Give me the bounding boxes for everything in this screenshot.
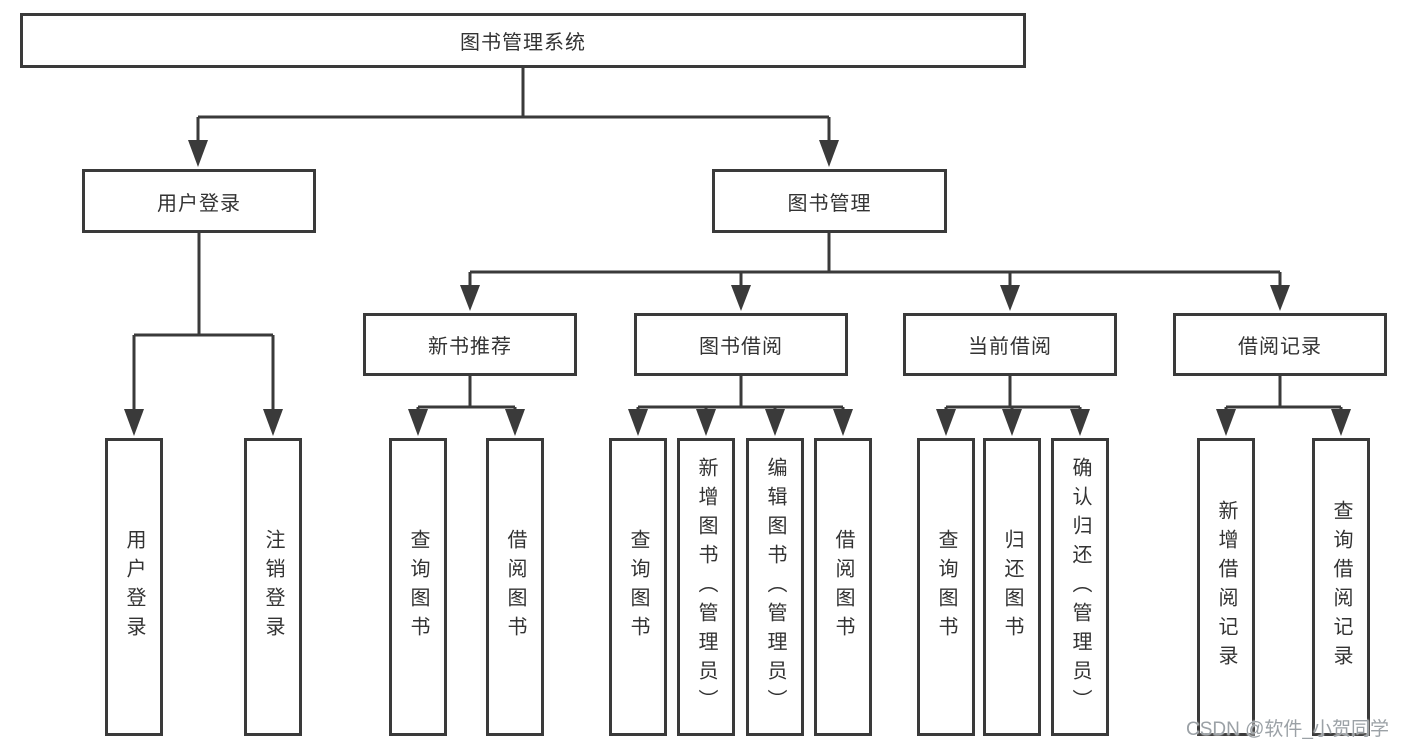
arrowhead (731, 285, 751, 311)
arrowhead (188, 140, 208, 167)
leaf-user-login: 用户登录 (105, 438, 163, 736)
node-label: 归还图书 (1001, 529, 1023, 645)
leaf-query-borrow-record: 查询借阅记录 (1312, 438, 1370, 736)
arrowhead (124, 409, 144, 436)
arrowhead (765, 409, 785, 436)
node-current-borrowing: 当前借阅 (903, 313, 1117, 376)
node-label: 图书管理系统 (460, 32, 586, 54)
leaf-query-books-current: 查询图书 (917, 438, 975, 736)
arrowhead (936, 409, 956, 436)
node-label: 查询图书 (407, 529, 429, 645)
node-label: 新增借阅记录 (1215, 500, 1237, 674)
leaf-return-books: 归还图书 (983, 438, 1041, 736)
arrowhead (505, 409, 525, 436)
watermark: CSDN @软件_小贺同学 (1186, 719, 1389, 740)
arrowhead (1331, 409, 1351, 436)
node-new-book-recommendation: 新书推荐 (363, 313, 577, 376)
leaf-add-borrow-record: 新增借阅记录 (1197, 438, 1255, 736)
leaf-borrow-books-recommendation: 借阅图书 (486, 438, 544, 736)
leaf-edit-books-admin: 编辑图书（管理员） (746, 438, 804, 736)
node-user-login: 用户登录 (82, 169, 316, 233)
node-root-library-system: 图书管理系统 (20, 13, 1026, 68)
arrowhead (263, 409, 283, 436)
arrowhead (1002, 409, 1022, 436)
node-label: 当前借阅 (968, 336, 1052, 358)
node-label: 借阅记录 (1238, 336, 1322, 358)
node-book-management: 图书管理 (712, 169, 947, 233)
node-label: 新书推荐 (428, 336, 512, 358)
node-label: 用户登录 (157, 192, 241, 215)
node-label: 借阅图书 (504, 529, 526, 645)
node-label: 图书借阅 (699, 336, 783, 358)
node-label: 查询图书 (935, 529, 957, 645)
arrowhead (1270, 285, 1290, 311)
leaf-borrow-books: 借阅图书 (814, 438, 872, 736)
node-label: 新增图书（管理员） (695, 456, 717, 718)
arrowhead (1000, 285, 1020, 311)
arrowheads (124, 140, 1351, 436)
leaf-add-books-admin: 新增图书（管理员） (677, 438, 735, 736)
leaf-query-books-recommendation: 查询图书 (389, 438, 447, 736)
node-label: 查询借阅记录 (1330, 500, 1352, 674)
arrowhead (628, 409, 648, 436)
node-label: 用户登录 (123, 529, 145, 645)
leaf-logout: 注销登录 (244, 438, 302, 736)
arrowhead (819, 140, 839, 167)
node-label: 注销登录 (262, 529, 284, 645)
leaf-query-books-borrowing: 查询图书 (609, 438, 667, 736)
node-label: 查询图书 (627, 529, 649, 645)
node-book-borrowing: 图书借阅 (634, 313, 848, 376)
arrowhead (1216, 409, 1236, 436)
arrowhead (1070, 409, 1090, 436)
arrowhead (833, 409, 853, 436)
node-label: 编辑图书（管理员） (764, 456, 786, 718)
arrowhead (460, 285, 480, 311)
node-borrowing-records: 借阅记录 (1173, 313, 1387, 376)
node-label: 确认归还（管理员） (1069, 456, 1091, 718)
arrowhead (408, 409, 428, 436)
arrowhead (696, 409, 716, 436)
node-label: 借阅图书 (832, 529, 854, 645)
node-label: 图书管理 (787, 192, 872, 215)
leaf-confirm-return-admin: 确认归还（管理员） (1051, 438, 1109, 736)
